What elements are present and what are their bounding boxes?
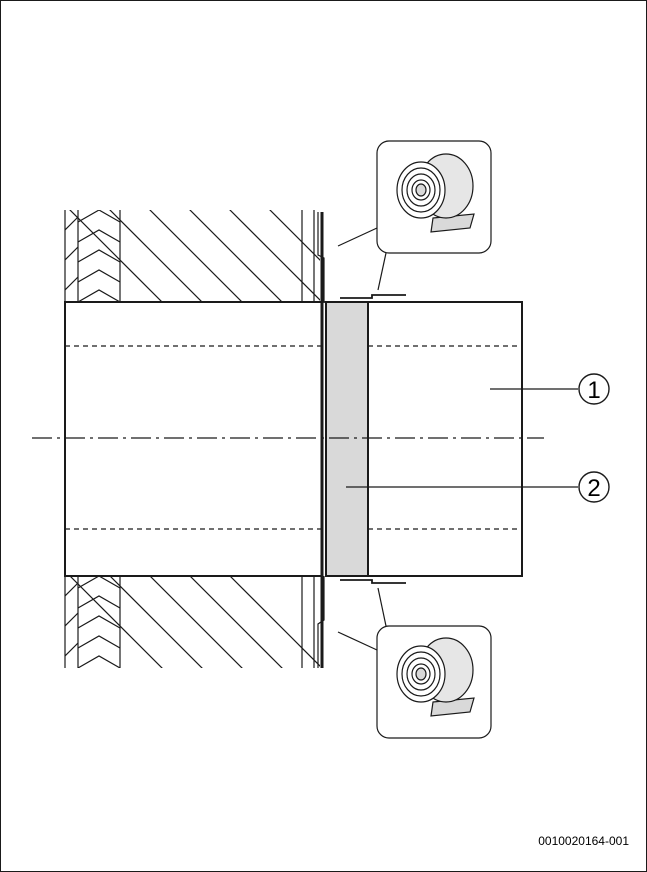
tape-inset-top <box>376 140 492 254</box>
callout-1-label: 1 <box>587 377 600 404</box>
callout-1: 1 <box>490 373 610 405</box>
pipe-outer-segment <box>367 301 523 577</box>
callout-2: 2 <box>346 471 610 503</box>
tape-roll-icon <box>396 637 475 717</box>
leader-tape-top <box>337 227 387 291</box>
seal-band <box>325 301 369 577</box>
wall-upper <box>64 210 320 302</box>
document-code: 0010020164-001 <box>538 834 629 848</box>
tape-wrap-bottom <box>340 579 406 584</box>
wall-plate <box>317 212 325 668</box>
pipe-wall-segment <box>64 301 323 577</box>
callout-2-label: 2 <box>587 475 600 502</box>
tape-inset-bottom <box>376 625 492 739</box>
tape-roll-icon <box>396 153 475 233</box>
wall-lower <box>64 576 320 668</box>
leader-tape-bottom <box>337 587 387 651</box>
tape-wrap-top <box>322 294 406 303</box>
